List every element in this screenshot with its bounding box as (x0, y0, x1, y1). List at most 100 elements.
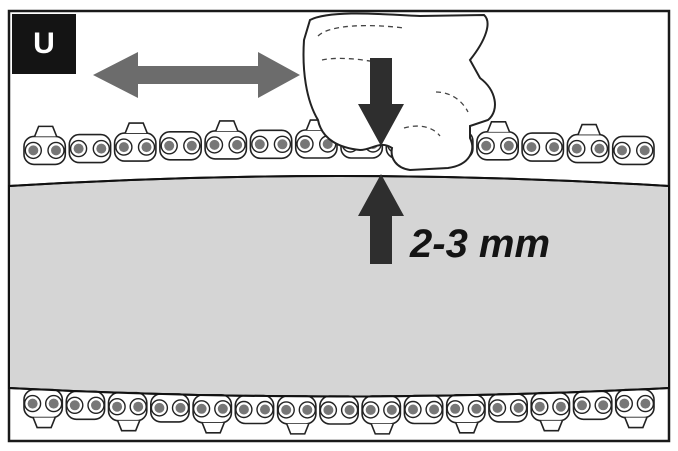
chain-rivet-center (91, 400, 101, 411)
chain-link (566, 123, 610, 164)
chain-rivet-center (302, 404, 313, 415)
chain-tooth (124, 122, 148, 134)
chain-rivet-center (277, 139, 288, 150)
chain-link (23, 125, 67, 166)
chain-rivet-center (503, 140, 514, 151)
chain-link (319, 395, 359, 425)
chain-link (234, 394, 275, 425)
chain-rivet-center (133, 401, 144, 412)
chain-rivet-center (549, 142, 560, 153)
gap-measurement: 2-3 mm (410, 222, 551, 266)
chain-rivet-center (27, 398, 38, 409)
chain-link (403, 394, 444, 425)
chain-rivet-center (154, 402, 165, 413)
chain-rivet-center (96, 143, 107, 154)
chain-link (476, 121, 519, 161)
chain-link (65, 390, 106, 421)
chain-rivet-center (164, 140, 175, 151)
chain-rivet-center (186, 140, 197, 151)
double-arrow-icon (93, 52, 300, 98)
chain-rivet-center (408, 404, 418, 415)
chain-tooth (624, 417, 648, 429)
chain-rivet-center (429, 404, 440, 415)
chain-rivet-center (260, 404, 270, 415)
chain-rivet-center (175, 402, 186, 413)
chain-rivet-center (526, 142, 537, 153)
chain-link (611, 135, 655, 166)
chain-rivet-center (51, 145, 61, 156)
chain-link (521, 132, 565, 162)
chain-link (192, 393, 233, 434)
chain-link (23, 388, 64, 429)
down-arrow-icon (358, 58, 404, 146)
chain-rivet-center (141, 142, 152, 153)
chain-rivet-center (534, 401, 545, 412)
chain-rivet-center (69, 400, 80, 411)
chain-link (113, 122, 157, 162)
chain-rivet-center (322, 139, 333, 149)
chain-rivet-center (344, 405, 355, 415)
chain-rivet-center (619, 398, 630, 409)
chain-rivet-center (28, 145, 39, 156)
chain-link (204, 120, 248, 160)
chain-tooth (577, 123, 601, 135)
chain-link (488, 393, 528, 423)
chain-rivet-center (48, 398, 59, 409)
chain-rivet-center (300, 139, 310, 149)
guide-bar (8, 175, 670, 398)
chain-tooth (116, 420, 141, 432)
chain-rivet-center (639, 145, 650, 156)
chain-link (68, 133, 112, 164)
chain-tooth (201, 422, 225, 434)
chain-rivet-center (365, 404, 376, 415)
chain-bottom (23, 388, 655, 435)
chain-rivet-center (450, 403, 461, 414)
chain-rivet-center (232, 139, 243, 150)
chain-rivet-center (118, 142, 129, 153)
chain-link (107, 391, 148, 432)
chain-rivet-center (640, 398, 651, 409)
chain-rivet-center (471, 403, 482, 414)
chain-link (614, 388, 655, 429)
chain-rivet-center (571, 143, 582, 154)
chain-link (150, 393, 190, 423)
chain-rivet-center (577, 400, 587, 411)
chain-rivet-center (73, 143, 84, 154)
bar-bottom-edge (8, 387, 670, 398)
bar-top-edge (8, 175, 670, 187)
chain-rivet-center (594, 143, 605, 154)
chain-link (361, 395, 402, 435)
chain-rivet-center (555, 401, 566, 412)
figure-label: U (12, 14, 76, 74)
chain-rivet-center (217, 403, 228, 414)
chain-tooth (455, 422, 479, 434)
chain-link (276, 395, 317, 435)
chain-tooth (539, 420, 564, 432)
chain-tooth (370, 423, 395, 435)
up-arrow-icon (358, 174, 404, 264)
chain-rivet-center (254, 139, 265, 150)
chain-tooth (486, 121, 511, 133)
chain-rivet-center (196, 403, 207, 414)
chain-tooth (215, 120, 239, 132)
chain-tooth (32, 417, 56, 429)
chain-link (445, 393, 486, 434)
chain-rivet-center (617, 145, 627, 156)
chain-link (572, 390, 613, 421)
chain-tooth (33, 125, 58, 137)
chain-rivet-center (281, 404, 292, 415)
hand-icon (302, 12, 496, 172)
chain-rivet-center (386, 404, 397, 415)
chain-rivet-center (209, 139, 220, 150)
chain-rivet-center (492, 402, 503, 413)
chain-link (159, 131, 202, 161)
chain-rivet-center (323, 405, 334, 415)
chain-link (530, 391, 571, 432)
chain-tooth (285, 423, 310, 435)
chain-rivet-center (513, 402, 524, 413)
chain-link (249, 129, 293, 160)
chain-rivet-center (238, 404, 249, 415)
chain-rivet-center (112, 401, 123, 412)
